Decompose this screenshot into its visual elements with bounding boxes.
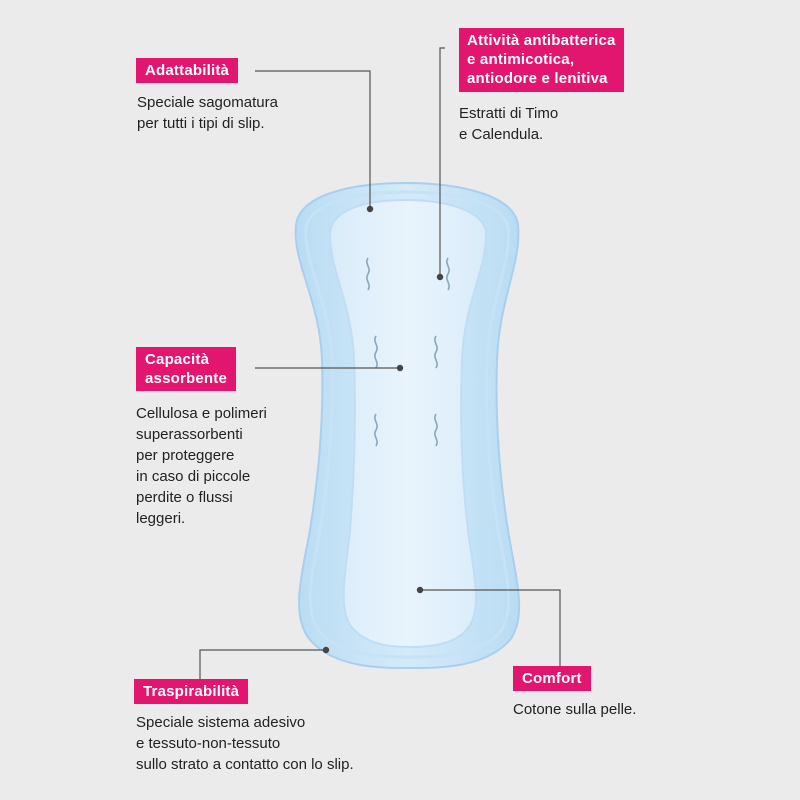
label-capacita-assorbente: Capacità assorbente bbox=[136, 347, 237, 391]
label-attivita-antibatterica: Attività antibatterica e antimicotica, a… bbox=[459, 28, 624, 92]
desc-traspirabilita: Speciale sistema adesivo e tessuto-non-t… bbox=[136, 714, 354, 773]
label-adattabilita: Adattabilità bbox=[136, 58, 239, 83]
leader-lines bbox=[199, 47, 561, 690]
desc-capacita-assorbente: Cellulosa e polimeri superassorbenti per… bbox=[136, 405, 267, 527]
pad-core bbox=[328, 198, 488, 649]
label-comfort: Comfort bbox=[513, 666, 591, 691]
leader-dots bbox=[322, 205, 444, 654]
desc-attivita-antibatterica: Estratti di Timo e Calendula. bbox=[459, 105, 559, 143]
label-traspirabilita: Traspirabilità bbox=[134, 679, 249, 704]
absorbent-channels bbox=[366, 257, 450, 447]
desc-comfort: Cotone sulla pelle. bbox=[513, 701, 637, 718]
pad-edge bbox=[304, 190, 510, 659]
desc-adattabilita: Speciale sagomatura per tutti i tipi di … bbox=[137, 94, 278, 132]
